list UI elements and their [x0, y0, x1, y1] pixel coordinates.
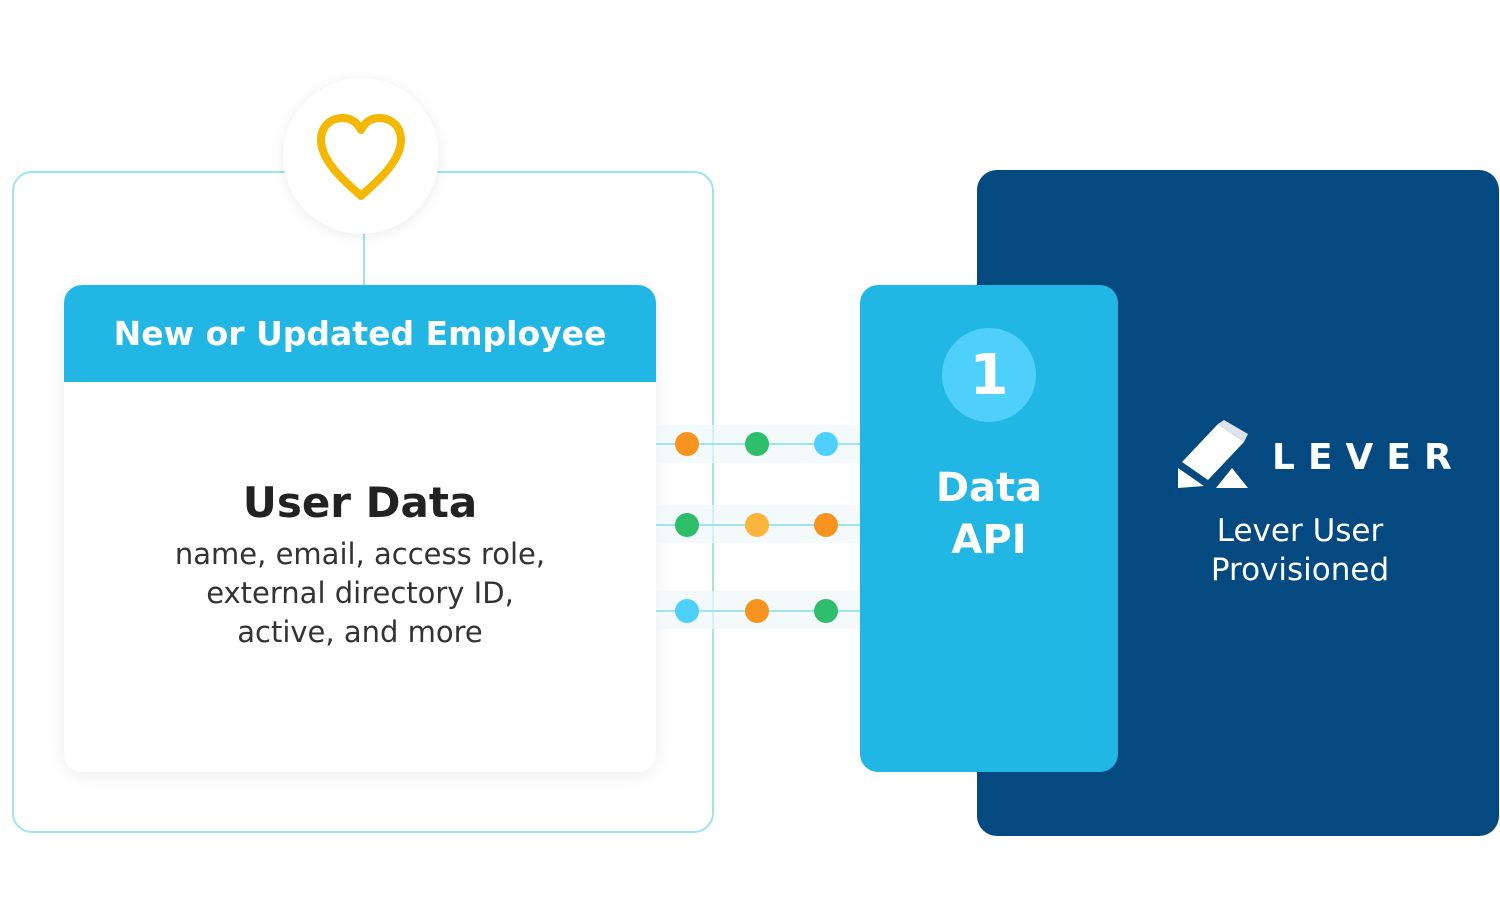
flow-dot-blue [814, 432, 838, 456]
flow-dot-green [675, 513, 699, 537]
flow-dot-orange [675, 432, 699, 456]
connector-line [363, 232, 365, 286]
lever-wordmark: LEVER [1272, 437, 1465, 478]
data-api-title: Data API [860, 462, 1118, 566]
flow-dot-orange [814, 513, 838, 537]
card-description: name, email, access role, external direc… [64, 535, 656, 652]
caption-line: Provisioned [1210, 552, 1390, 588]
api-title-line: Data [935, 465, 1043, 511]
flow-dot-yellow [745, 513, 769, 537]
lever-logo-icon [1178, 420, 1248, 488]
api-title-line: API [951, 517, 1027, 563]
flow-dot-orange [745, 599, 769, 623]
flow-dot-green [745, 432, 769, 456]
description-line: external directory ID, [206, 576, 514, 610]
flow-dot-blue [675, 599, 699, 623]
employee-card: New or Updated Employee User Data name, … [64, 285, 656, 772]
heart-icon [317, 114, 405, 200]
description-line: active, and more [237, 615, 483, 649]
card-header: New or Updated Employee [64, 285, 656, 382]
step-number-badge: 1 [942, 328, 1036, 422]
description-line: name, email, access role, [174, 537, 546, 571]
lever-caption: Lever User Provisioned [1150, 512, 1450, 590]
heart-badge [283, 78, 439, 234]
flow-dot-green [814, 599, 838, 623]
card-title: User Data [242, 478, 478, 527]
caption-line: Lever User [1216, 513, 1384, 549]
